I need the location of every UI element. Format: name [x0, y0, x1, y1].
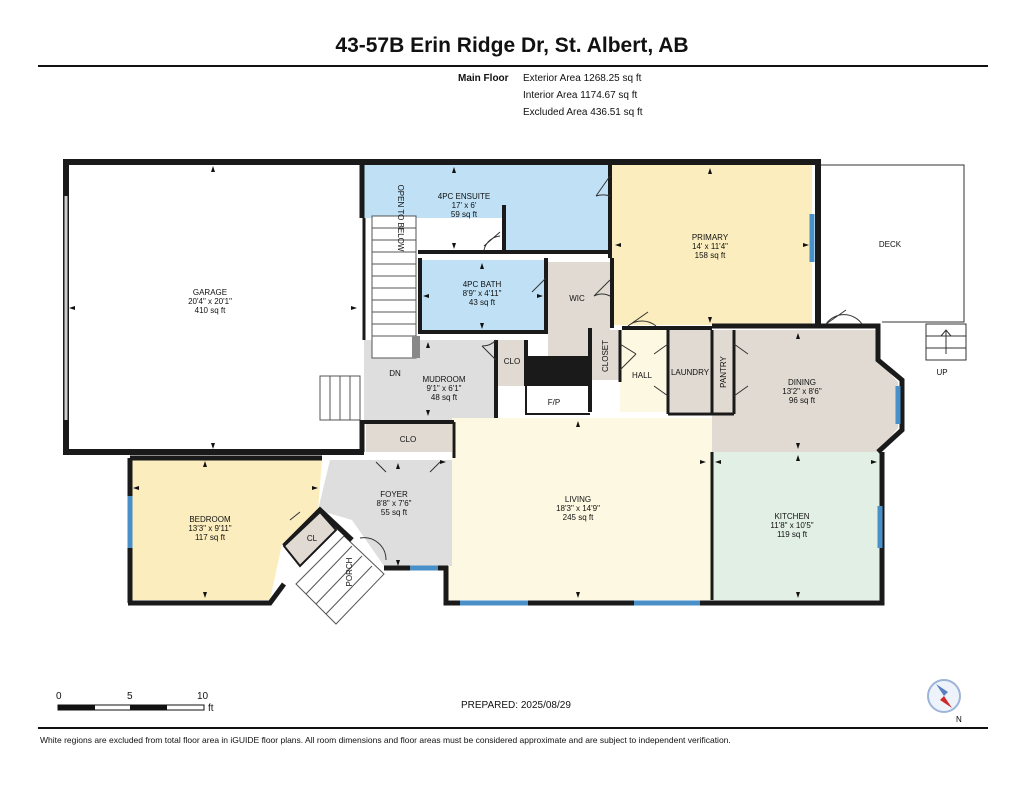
garage-steps	[319, 375, 361, 421]
fireplace-hearth	[525, 386, 590, 415]
bath-fill	[420, 260, 546, 330]
dimension-arrows	[69, 166, 877, 598]
kitchen-dims: 11'8" x 10'5"	[770, 521, 813, 530]
cl-label: CL	[307, 534, 318, 543]
living-fill	[448, 418, 712, 600]
kitchen-area: 119 sq ft	[777, 530, 808, 539]
primary-area: 158 sq ft	[695, 251, 726, 260]
bedroom-name: BEDROOM	[189, 515, 231, 524]
scale-tick-10: 10	[197, 691, 209, 702]
header-divider	[38, 65, 988, 67]
clo-mud-fill	[496, 340, 526, 386]
page-title: 43-57B Erin Ridge Dr, St. Albert, AB	[335, 34, 689, 57]
fireplace-block	[526, 356, 590, 386]
bath-area: 43 sq ft	[469, 298, 496, 307]
closet-fill	[592, 330, 620, 380]
mudroom-area: 48 sq ft	[431, 393, 458, 402]
deck	[818, 164, 967, 361]
clo-foyer-label: CLO	[400, 435, 416, 444]
living-area: 245 sq ft	[563, 513, 594, 522]
kitchen-fill	[712, 452, 880, 600]
hall-fill	[620, 330, 668, 412]
bath-name: 4PC BATH	[463, 280, 502, 289]
stairs	[371, 215, 417, 359]
foyer-area: 55 sq ft	[381, 508, 408, 517]
hall-label: HALL	[632, 371, 653, 380]
fireplace-label: F/P	[548, 398, 560, 407]
garage-fill	[66, 162, 360, 452]
clo-foyer-fill	[366, 424, 452, 452]
exterior-area: Exterior Area 1268.25 sq ft	[523, 73, 642, 84]
stair-post	[412, 336, 420, 358]
prepared-date: PREPARED: 2025/08/29	[461, 700, 571, 711]
garage-area: 410 sq ft	[195, 306, 226, 315]
dn-label: DN	[389, 369, 401, 378]
bedroom-dims: 13'3" x 9'11"	[188, 524, 231, 533]
excluded-area: Excluded Area 436.51 sq ft	[523, 107, 643, 118]
floor-name: Main Floor	[458, 73, 509, 84]
footer-divider	[38, 727, 988, 729]
ensuite-fill	[364, 165, 610, 252]
ensuite-dims: 17' x 6'	[452, 201, 477, 210]
ensuite-name: 4PC ENSUITE	[438, 192, 490, 201]
dining-dims: 13'2" x 8'6"	[782, 387, 822, 396]
kitchen-name: KITCHEN	[774, 512, 809, 521]
laundry-label: LAUNDRY	[671, 368, 710, 377]
up-label: UP	[936, 368, 947, 377]
foyer-fill	[318, 460, 452, 566]
ensuite-area: 59 sq ft	[451, 210, 478, 219]
foyer-name: FOYER	[380, 490, 408, 499]
bath-dims: 8'9" x 4'11"	[463, 289, 502, 298]
primary-dims: 14' x 11'4"	[692, 242, 728, 251]
mudroom-dims: 9'1" x 6'1"	[427, 384, 462, 393]
pantry-label: PANTRY	[719, 355, 728, 387]
clo-mudroom-label: CLO	[504, 357, 520, 366]
fireplace-fill	[526, 390, 590, 414]
primary-fill	[612, 165, 812, 325]
living-dims: 18'3" x 14'9"	[556, 504, 600, 513]
closet-label: CLOSET	[601, 340, 610, 372]
compass-icon: N	[927, 679, 962, 724]
compass-north: N	[956, 715, 962, 724]
interior-area: Interior Area 1174.67 sq ft	[523, 90, 638, 101]
porch-steps	[295, 535, 385, 625]
garage-dims: 20'4" x 20'1"	[188, 297, 232, 306]
scale-unit: ft	[208, 703, 214, 714]
laundry-fill	[668, 330, 712, 412]
dining-area: 96 sq ft	[789, 396, 816, 405]
foyer-dims: 8'8" x 7'6"	[377, 499, 412, 508]
disclaimer: White regions are excluded from total fl…	[40, 735, 731, 745]
open-below-label: OPEN TO BELOW	[396, 185, 405, 252]
wic-label: WIC	[569, 294, 585, 303]
deck-label: DECK	[879, 240, 902, 249]
scale-bar	[57, 704, 205, 711]
windows	[127, 214, 901, 606]
bedroom-fill	[132, 460, 322, 600]
dining-name: DINING	[788, 378, 816, 387]
bedroom-area: 117 sq ft	[195, 533, 226, 542]
dining-fill	[712, 330, 898, 452]
doors	[289, 175, 863, 561]
porch-label: PORCH	[345, 557, 354, 586]
closet-cl	[282, 510, 338, 568]
primary-name: PRIMARY	[692, 233, 729, 242]
scale-tick-5: 5	[127, 691, 133, 702]
mudroom-name: MUDROOM	[422, 375, 465, 384]
scale-tick-0: 0	[56, 691, 62, 702]
mudroom-fill	[364, 340, 496, 420]
garage-name: GARAGE	[193, 288, 227, 297]
pantry-fill	[712, 330, 734, 412]
living-name: LIVING	[565, 495, 591, 504]
